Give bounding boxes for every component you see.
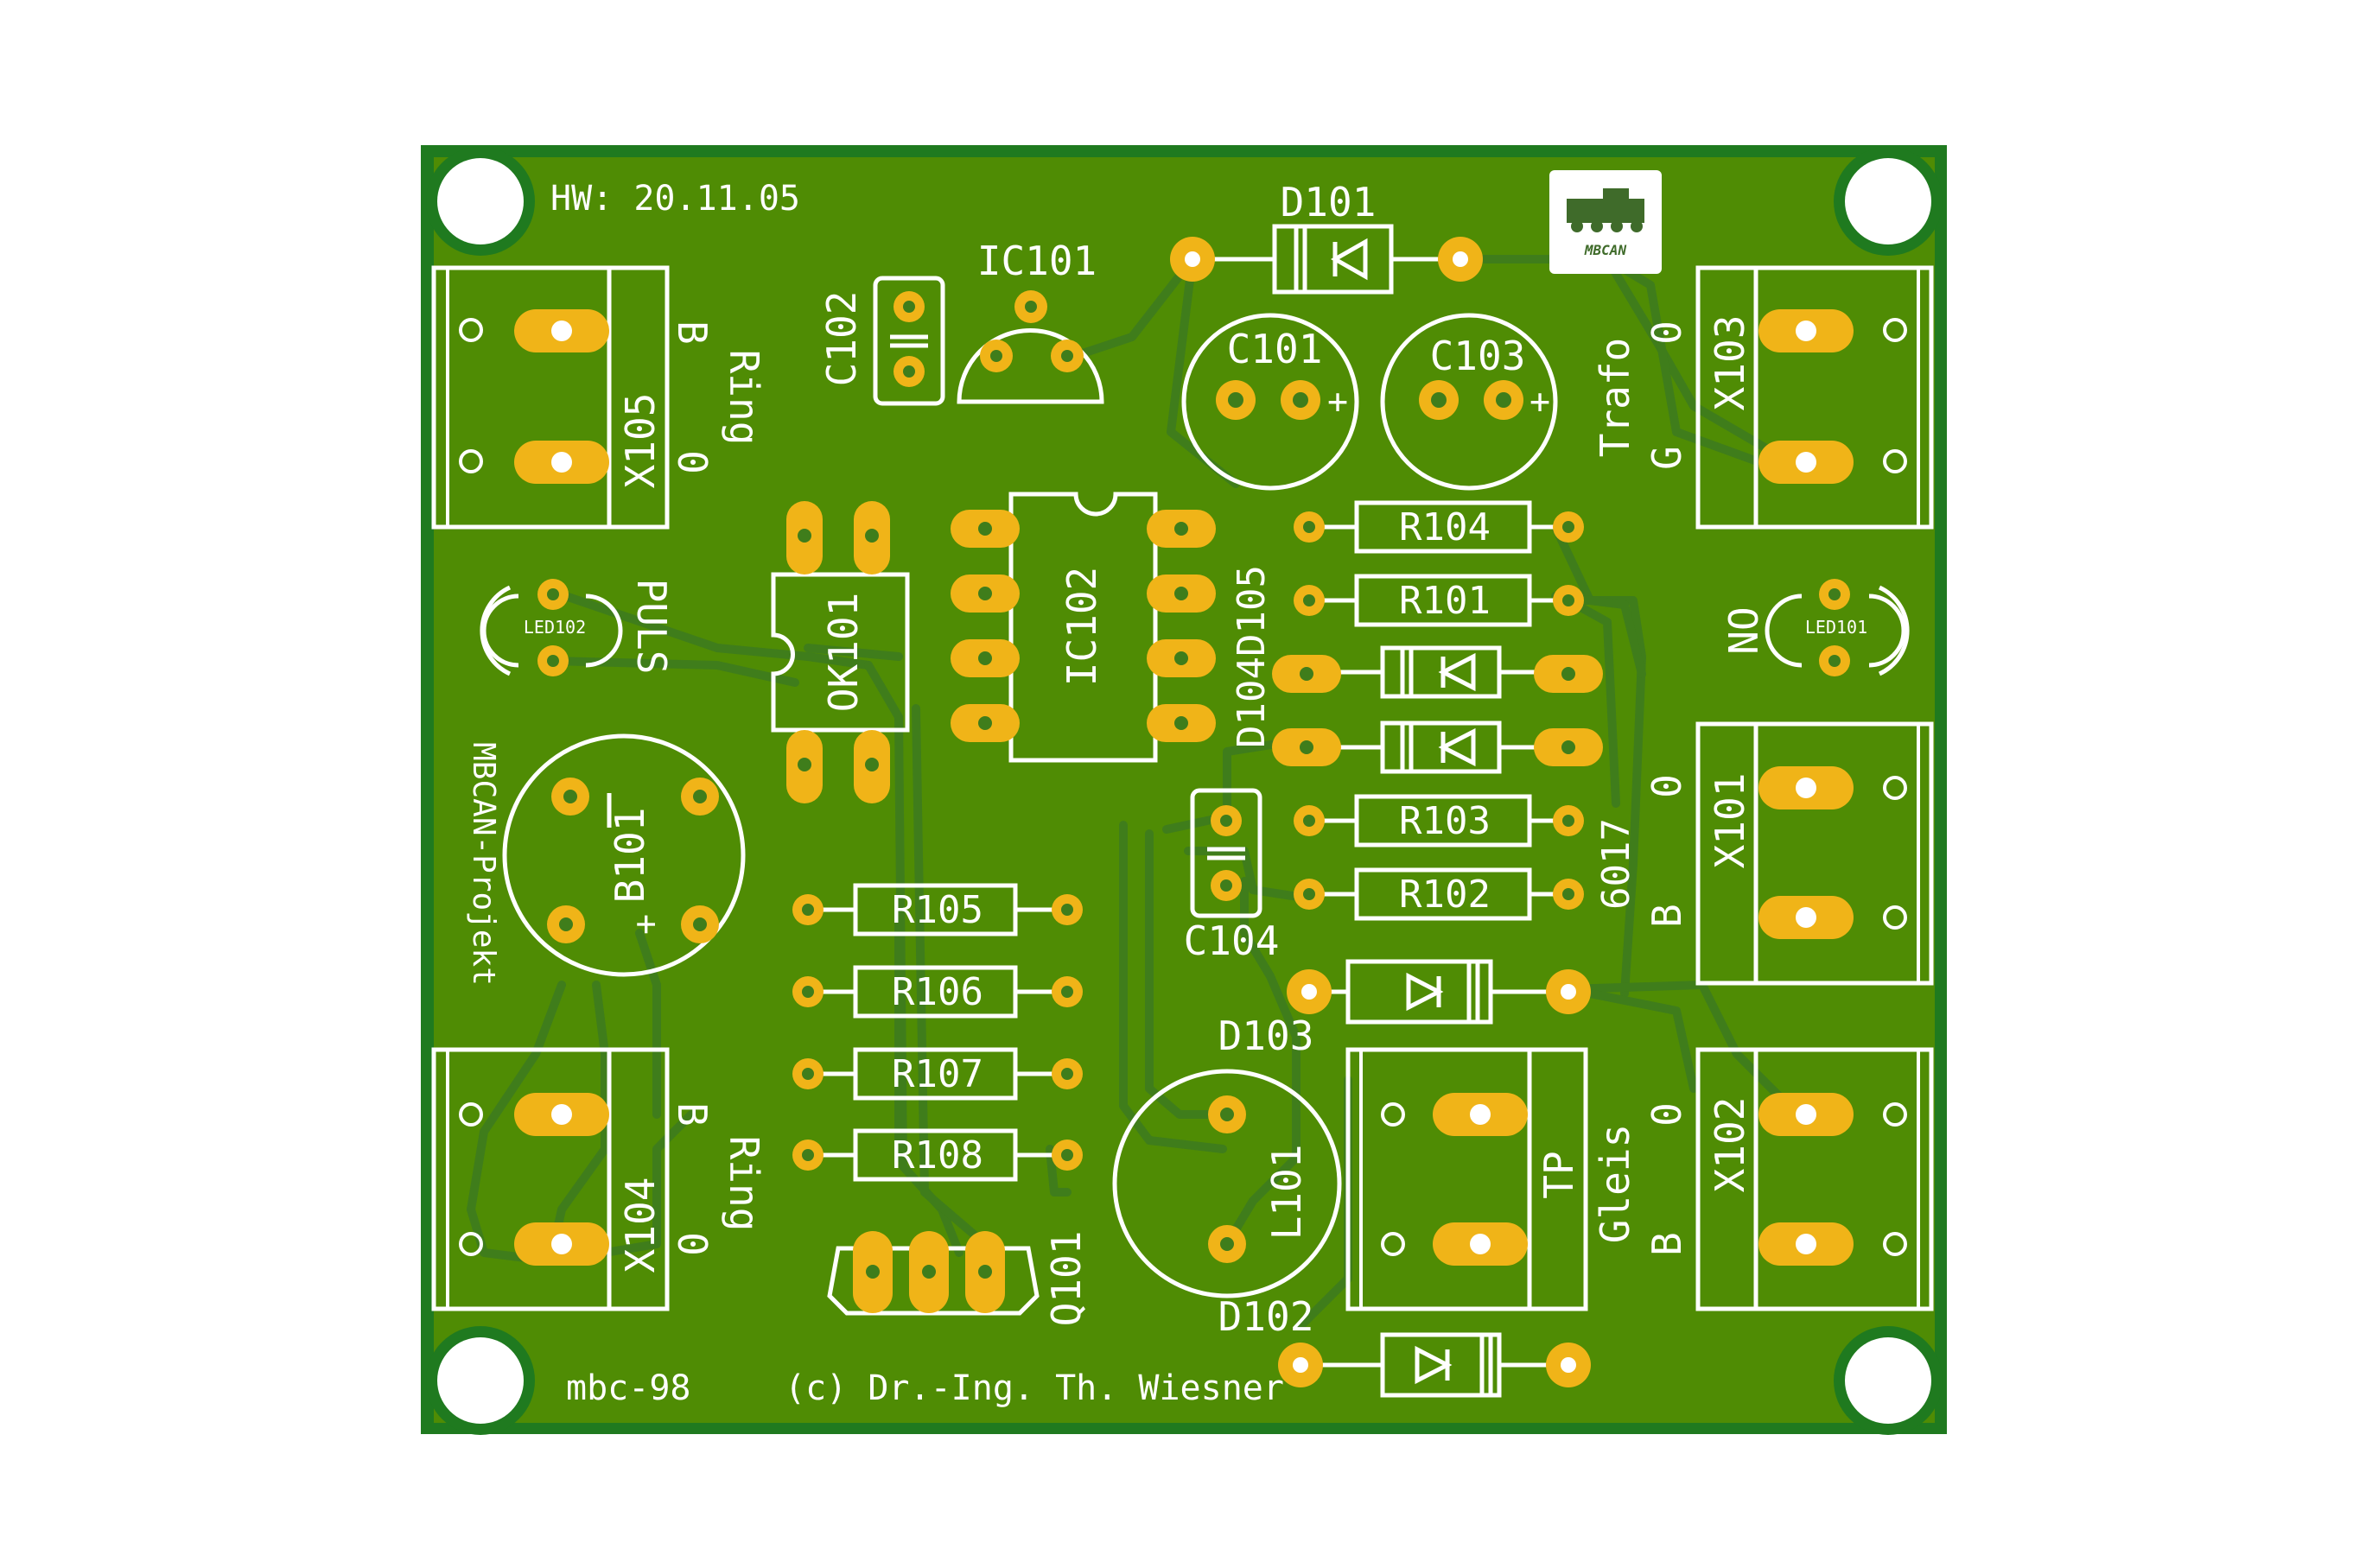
x101-b-label: B [1644, 904, 1690, 928]
puls-label: PULS [628, 579, 675, 675]
r105-label: R105 [892, 888, 983, 932]
diode-d104 [1272, 645, 1603, 699]
l101-label: L101 [1263, 1145, 1310, 1241]
x105-b-label: B [669, 321, 715, 345]
diode-d105 [1272, 721, 1603, 774]
trafo-zero-label: 0 [1644, 321, 1690, 345]
mounting-holes [426, 147, 1943, 1435]
led-led102 [480, 579, 623, 676]
x102-b-label: B [1644, 1232, 1690, 1256]
ref-6017-label: 6017 [1594, 818, 1638, 910]
x101-label: X101 [1707, 773, 1753, 869]
resistor-r106 [792, 965, 1083, 1019]
b101-plus: + [626, 914, 665, 935]
c101-plus: + [1327, 382, 1348, 422]
ic102-label: IC102 [1059, 567, 1105, 686]
on-label: ON [1719, 606, 1765, 654]
terminal-tp [1345, 1047, 1588, 1311]
diode-d102 [1278, 1332, 1591, 1398]
optocoupler-ok101 [771, 501, 910, 803]
bridge-b101 [502, 733, 746, 977]
r106-label: R106 [892, 970, 983, 1014]
x104-label: X104 [617, 1178, 664, 1273]
gleis-label: Gleis [1592, 1124, 1638, 1243]
d101-label: D101 [1281, 179, 1377, 225]
ic-ic102 [951, 492, 1216, 763]
ring-top-label: Ring [721, 350, 767, 446]
project-label: MBCAN-Projekt [466, 742, 501, 986]
terminal-x105 [431, 265, 670, 530]
mbcan-logo: MBCAN [1549, 170, 1662, 274]
x102-label: X102 [1707, 1097, 1753, 1193]
led-led101 [1765, 579, 1910, 676]
x103-label: X103 [1707, 315, 1753, 411]
b101-label: B101 [607, 808, 653, 904]
capacitor-c104 [1190, 788, 1262, 918]
c101-label: C101 [1227, 326, 1323, 372]
d102-label: D102 [1218, 1293, 1314, 1340]
terminal-x104 [431, 1047, 670, 1311]
trafo-g-label: G [1644, 446, 1690, 470]
terminal-x101 [1695, 721, 1934, 986]
resistor-r104 [1294, 500, 1584, 554]
c103-plus: + [1529, 382, 1550, 422]
diode-d103 [1287, 959, 1591, 1025]
x101-zero-label: 0 [1644, 774, 1690, 798]
x104-b-label: B [669, 1102, 715, 1127]
x104-zero-label: 0 [669, 1232, 715, 1256]
r103-label: R103 [1399, 799, 1491, 843]
board-id-label: mbc-98 [566, 1368, 691, 1408]
capacitor-c101 [1181, 313, 1359, 491]
terminal-x103 [1695, 265, 1934, 530]
copyright-label: (c) Dr.-Ing. Th. Wiesner [785, 1368, 1284, 1408]
tp-label: TP [1536, 1151, 1582, 1198]
regulator-ic101 [957, 290, 1104, 404]
terminal-x102 [1695, 1047, 1934, 1311]
ic101-label: IC101 [977, 238, 1097, 284]
transistor-q101 [827, 1231, 1040, 1316]
ring-bottom-label: Ring [721, 1136, 767, 1232]
c104-label: C104 [1184, 917, 1280, 964]
trafo-label: Trafo [1592, 338, 1638, 457]
resistor-r103 [1294, 794, 1584, 847]
inductor-l101 [1112, 1069, 1342, 1298]
x105-zero-label: 0 [669, 450, 715, 474]
hw-date-label: HW: 20.11.05 [550, 179, 800, 219]
d103-label: D103 [1218, 1013, 1314, 1059]
resistor-r105 [792, 883, 1083, 936]
r102-label: R102 [1399, 873, 1491, 917]
capacitor-c102 [873, 276, 945, 406]
diode-d101 [1170, 224, 1483, 295]
led101-label: LED101 [1805, 617, 1867, 638]
capacitor-c103 [1380, 313, 1558, 491]
resistor-r102 [1294, 867, 1584, 921]
d104d105-label: D104D105 [1230, 565, 1274, 748]
c103-label: C103 [1430, 333, 1526, 379]
r108-label: R108 [892, 1133, 983, 1178]
resistor-r107 [792, 1047, 1083, 1101]
logo-text: MBCAN [1584, 242, 1627, 258]
r101-label: R101 [1399, 579, 1491, 623]
r104-label: R104 [1399, 505, 1491, 549]
x105-label: X105 [617, 393, 664, 489]
led102-label: LED102 [524, 617, 586, 638]
r107-label: R107 [892, 1052, 983, 1096]
resistor-r108 [792, 1128, 1083, 1182]
ok101-label: OK101 [820, 593, 867, 712]
resistor-r101 [1294, 574, 1584, 627]
x102-zero-label: 0 [1644, 1102, 1690, 1127]
c102-label: C102 [818, 291, 865, 387]
q101-label: Q101 [1043, 1231, 1090, 1327]
